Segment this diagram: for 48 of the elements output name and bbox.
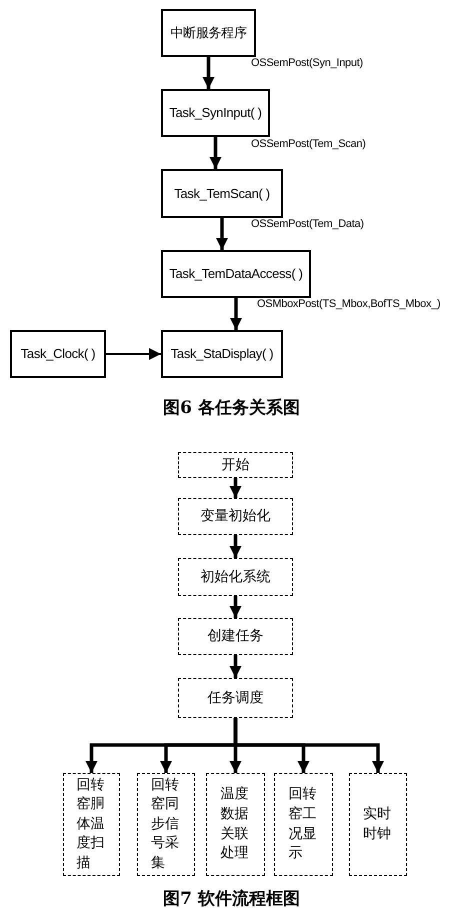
process-box <box>161 9 256 57</box>
process-box <box>161 250 311 298</box>
process-box <box>178 498 293 535</box>
process-box <box>206 773 265 876</box>
process-box <box>161 169 283 218</box>
edge-label: OSMboxPost(TS_Mbox,BofTS_Mbox_) <box>257 299 440 310</box>
process-box <box>274 773 333 876</box>
process-box <box>178 678 293 718</box>
figure-caption: 图6 各任务关系图 <box>163 397 300 420</box>
box-label: 任务调度 <box>208 688 264 708</box>
box-label: 回转窑同步信号采集 <box>151 776 180 873</box>
box-label: 初始化系统 <box>200 568 270 586</box>
process-box <box>161 330 283 378</box>
arrow <box>230 596 242 618</box>
process-box <box>10 330 106 378</box>
process-box <box>178 452 293 478</box>
arrow <box>230 535 242 558</box>
box-label: 中断服务程序 <box>170 24 247 42</box>
process-box <box>349 773 407 876</box>
arrow <box>106 348 161 360</box>
box-label: Task_StaDisplay( ) <box>170 345 274 364</box>
box-label: Task_Clock( ) <box>20 345 96 364</box>
box-label: 开始 <box>222 456 250 474</box>
box-label: 创建任务 <box>208 627 264 646</box>
box-label: 实时时钟 <box>363 804 392 844</box>
process-box <box>137 773 195 876</box>
arrow <box>210 137 222 169</box>
figure-caption: 图7 软件流程框图 <box>163 888 300 911</box>
arrow <box>230 655 242 678</box>
box-label: 温度数据关联处理 <box>220 785 250 864</box>
arrow <box>230 478 242 498</box>
arrow <box>230 298 242 330</box>
arrow <box>202 57 214 89</box>
process-box <box>178 618 293 655</box>
box-label: Task_TemDataAccess( ) <box>169 265 303 284</box>
arrow <box>234 718 384 773</box>
box-label: Task_TemScan( ) <box>174 184 270 203</box>
edge-label: OSSemPost(Tem_Scan) <box>251 139 366 150</box>
edge-label: OSSemPost(Syn_Input) <box>251 58 363 69</box>
edge-label: OSSemPost(Tem_Data) <box>251 219 364 230</box>
arrow <box>216 218 228 250</box>
box-label: Task_SynInput( ) <box>169 104 262 122</box>
process-box <box>178 558 293 596</box>
process-box <box>63 773 120 876</box>
box-label: 变量初始化 <box>200 507 270 526</box>
box-label: 回转窑工况显示 <box>288 785 318 864</box>
process-box <box>161 89 270 137</box>
box-label: 回转窑胴体温度扫描 <box>76 776 106 873</box>
